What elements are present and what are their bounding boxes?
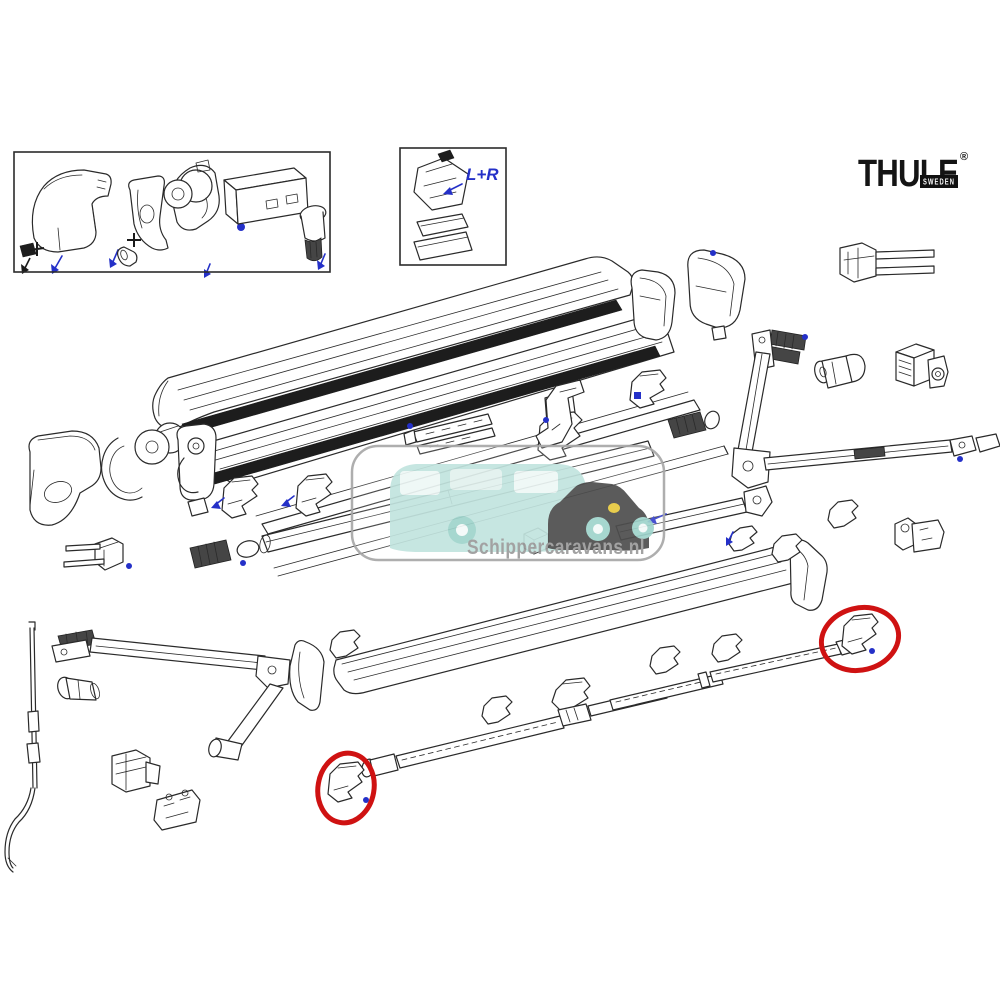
spring-ring-part [101,437,143,501]
brand-name: THULE [858,153,958,195]
thule-logo: THULE ® SWEDEN [858,151,968,195]
rafter-hook-clip [629,369,667,409]
case-top-cover-profile [152,256,634,435]
highlighted-rafter-clip-left [327,761,365,803]
rail-clip-row [329,499,859,725]
right-end-cap-shell-inner [630,269,676,341]
slotted-mounting-rails [403,413,496,455]
highlight-circle-right [818,604,902,674]
gear-hub-discs [134,422,186,465]
end-cap-cover-part [31,169,112,253]
fabric-guide-bracket-right [295,473,333,517]
motor-gear-assembly-part [163,159,220,231]
spacer-bar-bottom [413,231,473,261]
plus-mark [29,242,45,256]
left-end-cap-cover [28,430,102,526]
right-wall-bracket-with-rods [839,242,935,283]
small-cylinder-part [117,246,138,267]
crank-rod [4,621,41,873]
plus-mark [127,233,141,247]
left-wall-bracket-with-rods [63,537,124,571]
left-arm-elbow-joint [255,655,291,689]
fabric-guide-bracket-left [221,475,259,519]
wall-mount-bracket-plate [894,517,945,553]
crank-gear-assembly [176,423,217,517]
crank-adapter-part [814,353,866,389]
lead-rail-profile [289,539,828,711]
watermark-text: Schippercaravans.nl [467,536,645,559]
adapter-knob-part [299,205,327,262]
left-spring-arm [51,629,291,761]
gearbox-part [895,343,949,389]
annotation-arrows [21,181,963,803]
control-box-part [223,167,309,225]
brand-origin: SWEDEN [923,178,955,187]
roller-motor-adapter-right [667,410,720,439]
left-right-label: L+R [466,165,499,184]
inset-box-middle: L+R [399,147,507,266]
highlight-circle-left [315,750,377,826]
highlighted-rafter-clip-right [841,613,879,655]
arm-end-cone-part [57,676,100,701]
registered-mark: ® [960,151,968,163]
motor-mount-bracket [111,749,161,793]
lead-rail-right-end-cover [789,539,828,611]
case-back-profile [195,317,675,485]
left-arm-lower-tube [227,683,284,749]
clutch-bracket-part [128,175,169,251]
tow-car-icon [548,482,654,551]
slotted-mount-plate [153,789,201,831]
lr-bracket-part [413,149,469,211]
spacer-bar-top [416,213,469,237]
lead-rail-left-end-cap [289,639,325,711]
inset-box-left [13,151,331,273]
brand-origin-box [920,175,958,188]
right-spring-arm [731,329,1000,489]
right-end-cap-shell-outer [687,249,746,341]
right-arm-elbow-joint [731,447,771,489]
watermark: Schippercaravans.nl [350,444,666,562]
